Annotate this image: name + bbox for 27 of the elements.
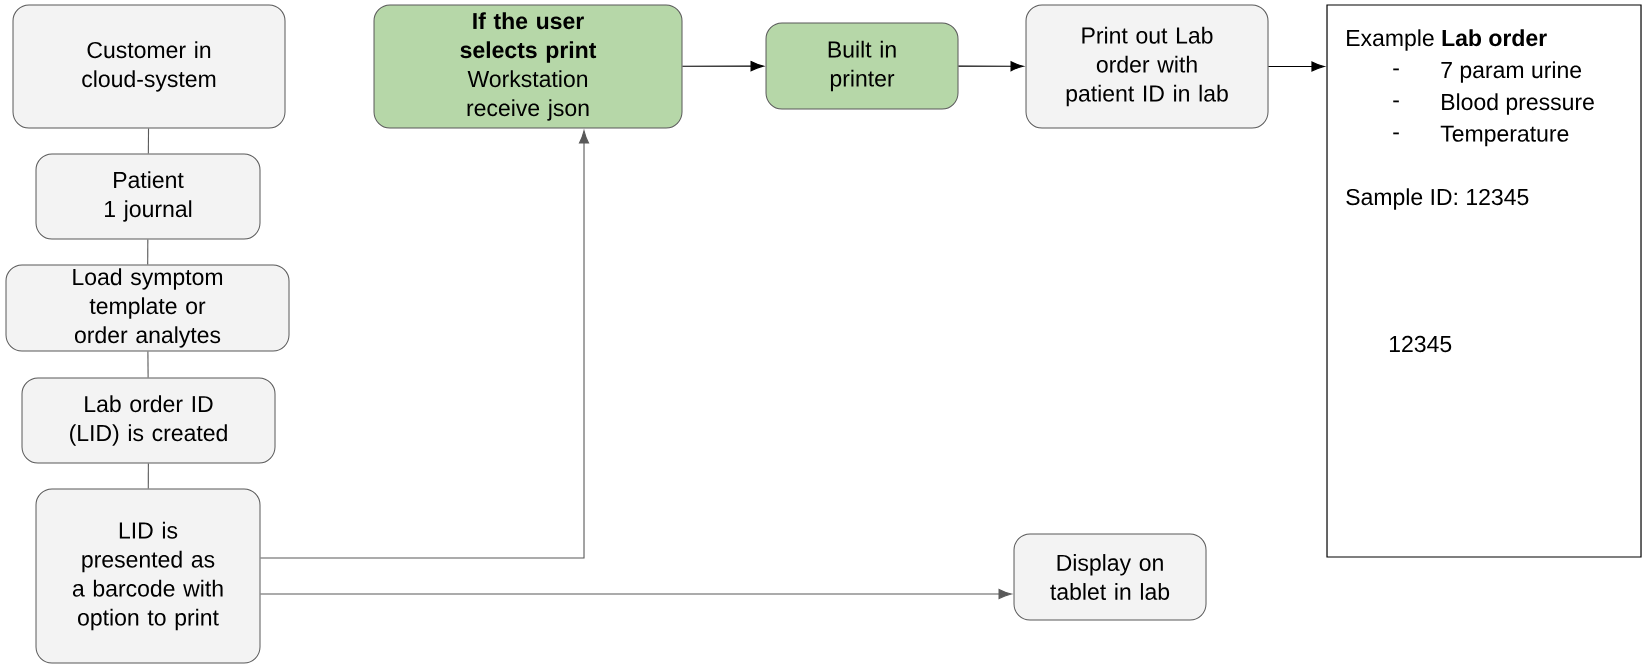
process-box: LID is presented as a barcode with option to print — [35, 488, 261, 664]
connector-line — [147, 127, 150, 155]
connector-line — [147, 462, 149, 490]
process-box: Lab order ID (LID) is created — [21, 377, 276, 464]
list-dash: - — [1393, 100, 1399, 103]
connector-line — [147, 238, 149, 266]
list-item: Blood pressure — [1442, 93, 1594, 115]
arrow — [259, 130, 590, 559]
connector-line — [147, 350, 149, 379]
sample-id-text: Sample ID: 12345 — [1346, 188, 1529, 210]
arrow — [259, 588, 1012, 600]
process-box: Built in printer — [765, 22, 959, 110]
process-box: Patient 1 journal — [35, 153, 261, 240]
list-dash: - — [1393, 68, 1399, 71]
arrow — [1267, 61, 1325, 72]
barcode-number: 12345 — [1389, 335, 1452, 353]
decision-box: If the user selects print Workstation receive json — [373, 4, 683, 129]
arrow — [957, 61, 1024, 72]
process-box: Display on tablet in lab — [1013, 533, 1207, 621]
list-item: Temperature — [1440, 125, 1569, 147]
process-box: Load symptom template or order analytes — [5, 264, 290, 352]
arrow — [681, 61, 764, 72]
process-box: Print out Lab order with patient ID in lab — [1025, 4, 1269, 129]
list-dash: - — [1393, 132, 1399, 135]
list-item: 7 param urine — [1441, 61, 1582, 83]
process-box: Customer in cloud-system — [12, 4, 286, 129]
card-heading: Example Lab order — [1347, 29, 1547, 51]
